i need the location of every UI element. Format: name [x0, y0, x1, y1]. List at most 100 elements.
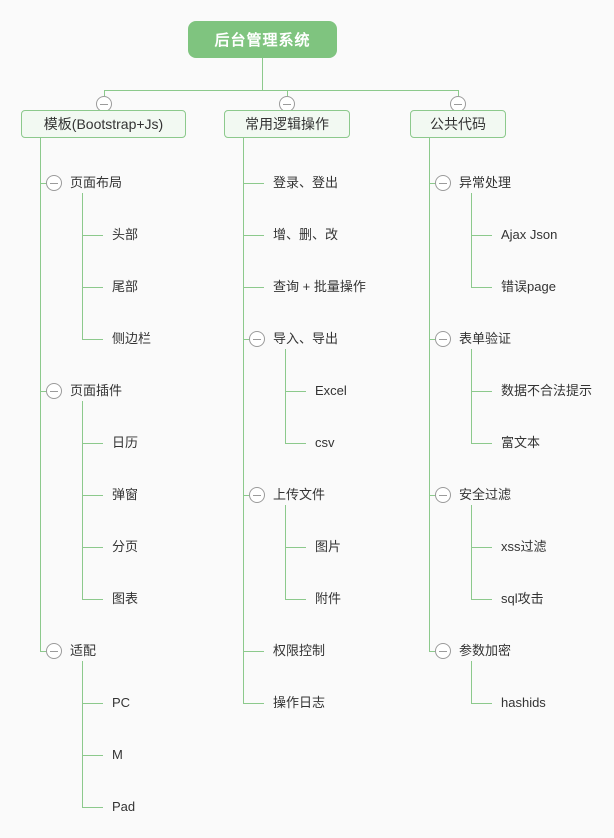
- collapse-icon[interactable]: [249, 487, 265, 503]
- collapse-icon[interactable]: [46, 175, 62, 191]
- child-trunk-line: [82, 661, 83, 808]
- tick-line: [243, 183, 264, 184]
- tick-line: [243, 235, 264, 236]
- tick-line: [82, 807, 103, 808]
- branch-node[interactable]: 常用逻辑操作: [224, 110, 350, 138]
- subtopic-node[interactable]: PC: [112, 695, 131, 710]
- topic-node[interactable]: 增、删、改: [273, 227, 339, 242]
- tick-line: [243, 339, 250, 340]
- topic-node[interactable]: 查询 + 批量操作: [273, 279, 366, 294]
- subtopic-node[interactable]: 数据不合法提示: [501, 383, 593, 398]
- tick-line: [471, 547, 492, 548]
- tick-line: [82, 755, 103, 756]
- tick-line: [471, 443, 492, 444]
- topic-node[interactable]: 页面插件: [70, 383, 123, 398]
- tick-line: [285, 443, 306, 444]
- child-trunk-line: [82, 193, 83, 340]
- tick-line: [471, 599, 492, 600]
- tick-line: [40, 391, 47, 392]
- tick-line: [243, 287, 264, 288]
- tick-line: [82, 547, 103, 548]
- tick-line: [285, 391, 306, 392]
- tick-line: [82, 235, 103, 236]
- subtopic-node[interactable]: 富文本: [501, 435, 541, 450]
- collapse-icon[interactable]: [435, 643, 451, 659]
- collapse-icon[interactable]: [249, 331, 265, 347]
- subtopic-node[interactable]: 尾部: [112, 279, 139, 294]
- tick-line: [82, 599, 103, 600]
- branch-node[interactable]: 模板(Bootstrap+Js): [21, 110, 186, 138]
- trunk-line: [429, 138, 430, 652]
- branch-drop-line: [287, 90, 288, 96]
- subtopic-node[interactable]: 侧边栏: [112, 331, 152, 346]
- subtopic-node[interactable]: xss过滤: [501, 539, 547, 554]
- tick-line: [243, 703, 264, 704]
- branch-drop-line: [458, 90, 459, 96]
- trunk-line: [243, 138, 244, 704]
- child-trunk-line: [285, 349, 286, 444]
- tick-line: [243, 495, 250, 496]
- child-trunk-line: [82, 401, 83, 600]
- tick-line: [40, 183, 47, 184]
- topic-node[interactable]: 参数加密: [459, 643, 512, 658]
- topic-node[interactable]: 页面布局: [70, 175, 123, 190]
- branch-connector-line: [103, 90, 459, 91]
- root-connector-line: [262, 58, 263, 90]
- tick-line: [82, 443, 103, 444]
- tick-line: [82, 339, 103, 340]
- tick-line: [40, 651, 47, 652]
- collapse-icon[interactable]: [435, 487, 451, 503]
- child-trunk-line: [285, 505, 286, 600]
- subtopic-node[interactable]: 分页: [112, 539, 139, 554]
- topic-node[interactable]: 异常处理: [459, 175, 512, 190]
- tick-line: [243, 651, 264, 652]
- tick-line: [471, 287, 492, 288]
- tick-line: [82, 703, 103, 704]
- subtopic-node[interactable]: 头部: [112, 227, 139, 242]
- subtopic-node[interactable]: 附件: [315, 591, 342, 606]
- tick-line: [471, 235, 492, 236]
- tick-line: [471, 391, 492, 392]
- topic-node[interactable]: 上传文件: [273, 487, 326, 502]
- child-trunk-line: [471, 193, 472, 288]
- subtopic-node[interactable]: 图表: [112, 591, 139, 606]
- topic-node[interactable]: 登录、登出: [273, 175, 339, 190]
- subtopic-node[interactable]: hashids: [501, 695, 546, 710]
- subtopic-node[interactable]: sql攻击: [501, 591, 544, 606]
- topic-node[interactable]: 适配: [70, 643, 97, 658]
- subtopic-node[interactable]: 错误page: [501, 279, 556, 294]
- subtopic-node[interactable]: csv: [315, 435, 335, 450]
- tick-line: [429, 495, 436, 496]
- collapse-icon[interactable]: [46, 383, 62, 399]
- topic-node[interactable]: 安全过滤: [459, 487, 512, 502]
- collapse-icon[interactable]: [435, 331, 451, 347]
- tick-line: [429, 183, 436, 184]
- topic-node[interactable]: 表单验证: [459, 331, 512, 346]
- child-trunk-line: [471, 505, 472, 600]
- subtopic-node[interactable]: Pad: [112, 799, 136, 814]
- subtopic-node[interactable]: Excel: [315, 383, 347, 398]
- trunk-line: [40, 138, 41, 652]
- subtopic-node[interactable]: 图片: [315, 539, 342, 554]
- collapse-icon[interactable]: [435, 175, 451, 191]
- tick-line: [285, 547, 306, 548]
- root-node[interactable]: 后台管理系统: [188, 21, 337, 58]
- topic-node[interactable]: 导入、导出: [273, 331, 339, 346]
- tick-line: [82, 495, 103, 496]
- tick-line: [429, 339, 436, 340]
- child-trunk-line: [471, 349, 472, 444]
- subtopic-node[interactable]: M: [112, 747, 123, 762]
- collapse-icon[interactable]: [46, 643, 62, 659]
- child-trunk-line: [471, 661, 472, 704]
- branch-node[interactable]: 公共代码: [410, 110, 506, 138]
- tick-line: [471, 703, 492, 704]
- subtopic-node[interactable]: Ajax Json: [501, 227, 558, 242]
- tick-line: [82, 287, 103, 288]
- branch-drop-line: [103, 90, 105, 96]
- tick-line: [285, 599, 306, 600]
- subtopic-node[interactable]: 日历: [112, 435, 139, 450]
- topic-node[interactable]: 操作日志: [273, 695, 326, 710]
- topic-node[interactable]: 权限控制: [273, 643, 326, 658]
- subtopic-node[interactable]: 弹窗: [112, 487, 139, 502]
